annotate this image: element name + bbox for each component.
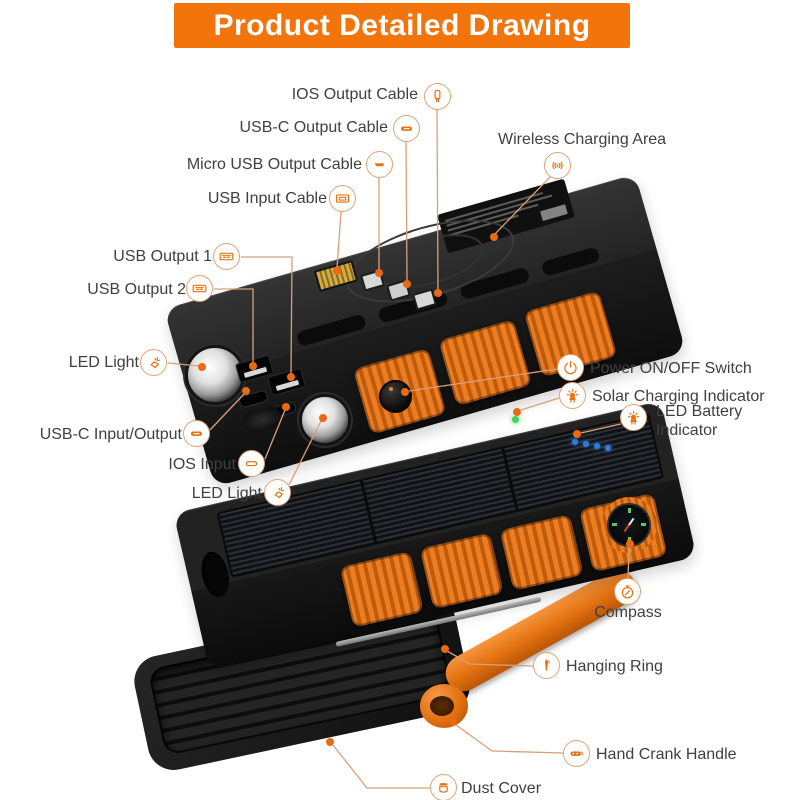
rubber-bumper xyxy=(419,532,504,610)
leader-dust-cover xyxy=(332,744,430,789)
power-button-dot xyxy=(389,387,393,391)
flashlight-icon xyxy=(140,349,167,376)
solar-charging-led xyxy=(512,416,519,423)
usb-c-plug-icon xyxy=(183,420,210,447)
rubber-bumper xyxy=(499,514,584,591)
target-dot-dust-cover xyxy=(326,738,334,746)
battery-led-4 xyxy=(605,445,611,451)
label-usb-output-1: USB Output 1 xyxy=(113,248,212,265)
crank-icon xyxy=(563,740,590,767)
label-wireless-charging-area: Wireless Charging Area xyxy=(498,131,667,148)
page-title: Product Detailed Drawing xyxy=(213,8,591,42)
label-usb-output-2: USB Output 2 xyxy=(87,281,186,298)
battery-led-1 xyxy=(572,439,578,445)
micro-usb-plug-icon xyxy=(366,151,393,178)
label-led-light-lower: LED Light xyxy=(191,485,262,502)
solar-divider xyxy=(501,448,519,511)
hand-crank-knob-hole xyxy=(430,696,454,716)
usb-port-icon xyxy=(329,185,356,212)
flashlight-icon xyxy=(264,479,291,506)
compass-screw xyxy=(627,539,632,544)
label-usb-c-output-cable: USB-C Output Cable xyxy=(239,119,388,136)
solar-divider xyxy=(360,480,378,543)
label-hand-crank-handle: Hand Crank Handle xyxy=(596,746,737,763)
label-power-switch: Power ON/OFF Switch xyxy=(590,360,752,377)
label-micro-usb-output-cable: Micro USB Output Cable xyxy=(186,156,362,173)
wireless-charging-icon xyxy=(544,152,571,179)
led-flashlight-right xyxy=(299,394,351,446)
compass-face xyxy=(607,503,651,547)
power-button xyxy=(379,380,412,413)
lightning-pill-icon xyxy=(238,450,265,477)
target-dot-solar xyxy=(513,408,521,416)
label-led-battery-indicator: LED Battery Indicator xyxy=(656,403,743,440)
compass-tick-w xyxy=(612,523,617,526)
label-ios-input: IOS Input xyxy=(168,456,236,473)
usb-port-icon xyxy=(186,275,213,302)
led-indicator-icon xyxy=(559,382,586,409)
compass-tick-n xyxy=(628,508,631,513)
leader-hand-crank xyxy=(455,724,564,754)
label-usb-c-input-output: USB-C Input/Output xyxy=(39,426,182,443)
label-usb-input-cable: USB Input Cable xyxy=(207,190,327,207)
label-hanging-ring: Hanging Ring xyxy=(566,658,663,675)
label-ios-output-cable: IOS Output Cable xyxy=(291,86,418,103)
battery-led-3 xyxy=(594,443,600,449)
rubber-bumper xyxy=(339,551,424,628)
dust-cover-icon xyxy=(430,774,457,800)
rubber-bumper xyxy=(438,319,533,407)
hanging-pin-icon xyxy=(533,652,560,679)
label-dust-cover: Dust Cover xyxy=(461,780,542,797)
usb-port-icon xyxy=(213,243,240,270)
label-solar-charging-indicator: Solar Charging Indicator xyxy=(592,388,765,405)
compass-icon xyxy=(614,578,641,605)
title-banner: Product Detailed Drawing xyxy=(174,3,630,48)
led-flashlight-left xyxy=(185,345,245,405)
label-compass: Compass xyxy=(594,604,662,621)
battery-led-2 xyxy=(583,441,589,447)
compass-tick-e xyxy=(641,523,646,526)
led-indicator-icon xyxy=(620,404,647,431)
certification-marks xyxy=(540,204,568,222)
compass-needle xyxy=(623,517,635,533)
label-led-light-front: LED Light xyxy=(68,354,139,371)
leader-solar-indicator xyxy=(520,397,560,411)
lightning-connector-icon xyxy=(424,83,451,110)
power-icon xyxy=(557,354,584,381)
usb-c-plug-icon xyxy=(393,115,420,142)
